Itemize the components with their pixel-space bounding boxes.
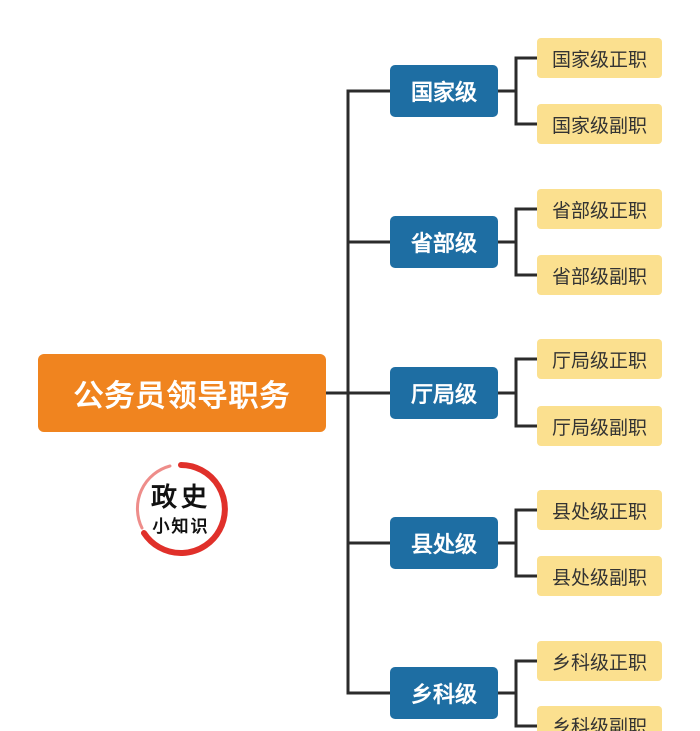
level-node-provincial: 省部级: [390, 216, 498, 268]
level-node-bureau: 厅局级: [390, 367, 498, 419]
position-label: 国家级副职: [551, 114, 647, 137]
position-node: 县处级正职: [537, 490, 662, 530]
position-node: 乡科级副职: [537, 706, 662, 731]
level-node-county: 县处级: [390, 517, 498, 569]
position-label: 县处级正职: [551, 500, 647, 523]
position-label: 省部级正职: [551, 199, 647, 222]
position-label: 厅局级正职: [551, 349, 647, 372]
position-node: 省部级副职: [537, 255, 662, 295]
position-node: 厅局级副职: [537, 406, 662, 446]
level-label: 县处级: [410, 533, 477, 558]
position-label: 县处级副职: [551, 566, 647, 589]
position-node: 省部级正职: [537, 189, 662, 229]
watermark-stamp: 政史 小知识: [132, 460, 230, 558]
level-node-township: 乡科级: [390, 667, 498, 719]
position-label: 厅局级副职: [551, 416, 647, 439]
level-label: 省部级: [410, 232, 477, 257]
root-node: 公务员领导职务: [38, 354, 326, 432]
position-label: 国家级正职: [551, 48, 647, 71]
level-label: 乡科级: [410, 683, 477, 708]
position-node: 县处级副职: [537, 556, 662, 596]
position-node: 厅局级正职: [537, 339, 662, 379]
level-node-national: 国家级: [390, 65, 498, 117]
stamp-ring-icon: [135, 462, 228, 556]
position-node: 乡科级正职: [537, 641, 662, 681]
level-label: 厅局级: [410, 383, 477, 408]
position-label: 乡科级副职: [551, 716, 647, 731]
position-node: 国家级副职: [537, 104, 662, 144]
root-label: 公务员领导职务: [73, 379, 291, 414]
position-label: 省部级副职: [551, 265, 647, 288]
level-label: 国家级: [410, 81, 477, 106]
position-label: 乡科级正职: [551, 651, 647, 674]
stamp-title: 政史: [150, 483, 211, 513]
position-node: 国家级正职: [537, 38, 662, 78]
stamp-subtitle: 小知识: [152, 517, 210, 537]
